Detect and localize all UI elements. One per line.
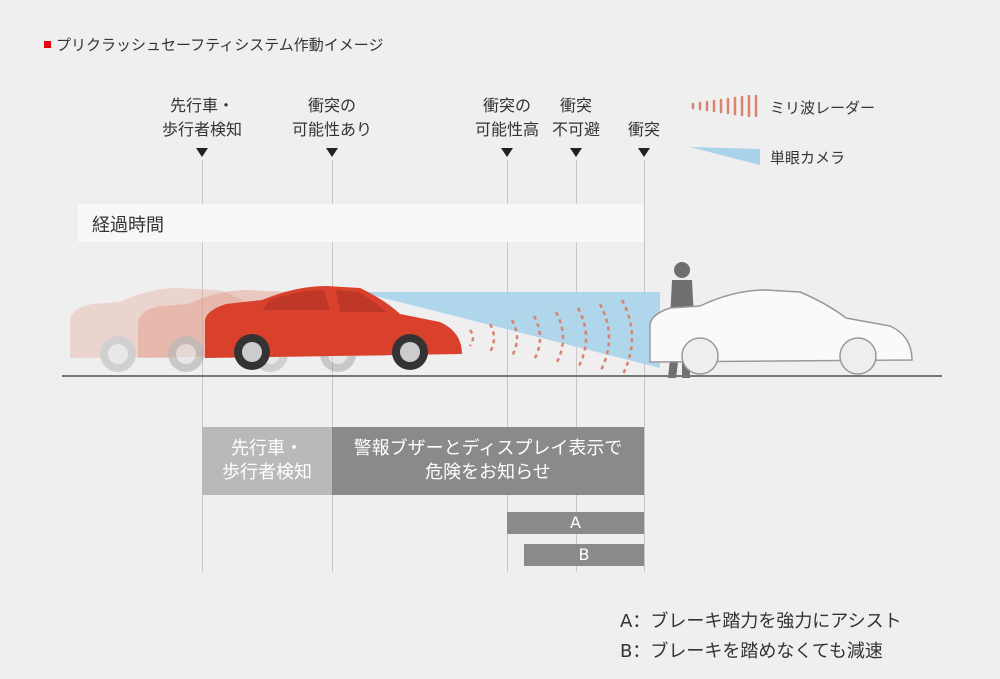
stage-marker-icon: [501, 148, 513, 157]
detect-box: 先行車・ 歩行者検知: [202, 427, 332, 495]
stage-line-1: [202, 160, 203, 572]
elapsed-time-bar: 経過時間: [78, 204, 644, 242]
stage-marker-icon: [196, 148, 208, 157]
bar-b: B: [524, 544, 644, 566]
radar-legend-label: ミリ波レーダー: [770, 99, 876, 117]
radar-waves: [468, 299, 634, 377]
stage-line-2: [332, 160, 333, 572]
radar-legend-icon: [691, 95, 758, 117]
title-marker-icon: [44, 41, 51, 48]
stage-marker-icon: [326, 148, 338, 157]
stage-marker-icon: [638, 148, 650, 157]
elapsed-time-label: 経過時間: [92, 215, 164, 236]
stage-line-5: [644, 160, 645, 572]
camera-legend-label: 単眼カメラ: [770, 149, 846, 167]
target-car: [649, 289, 913, 375]
bar-a: A: [507, 512, 644, 534]
stage-label-unavoidable: 衝突 不可避: [551, 96, 600, 139]
page-title: プリクラッシュセーフティシステム作動イメージ: [44, 34, 383, 55]
stage-label-possible: 衝突の 可能性あり: [291, 96, 372, 139]
stage-label-detect: 先行車・ 歩行者検知: [161, 96, 242, 139]
scene-illustration: [62, 262, 942, 378]
title-text: プリクラッシュセーフティシステム作動イメージ: [56, 36, 384, 54]
stage-line-3: [507, 160, 508, 572]
camera-legend-icon: [690, 147, 760, 165]
stage-label-collision: 衝突: [627, 120, 660, 139]
warning-box: 警報ブザーとディスプレイ表示で 危険をお知らせ: [332, 427, 644, 495]
main-car: [205, 286, 462, 370]
stage-line-4: [576, 160, 577, 572]
stage-marker-icon: [570, 148, 582, 157]
note-b: B：ブレーキを踏めなくても減速: [620, 641, 883, 662]
note-a: A：ブレーキ踏力を強力にアシスト: [620, 611, 902, 632]
stage-label-high: 衝突の 可能性高: [474, 96, 539, 139]
